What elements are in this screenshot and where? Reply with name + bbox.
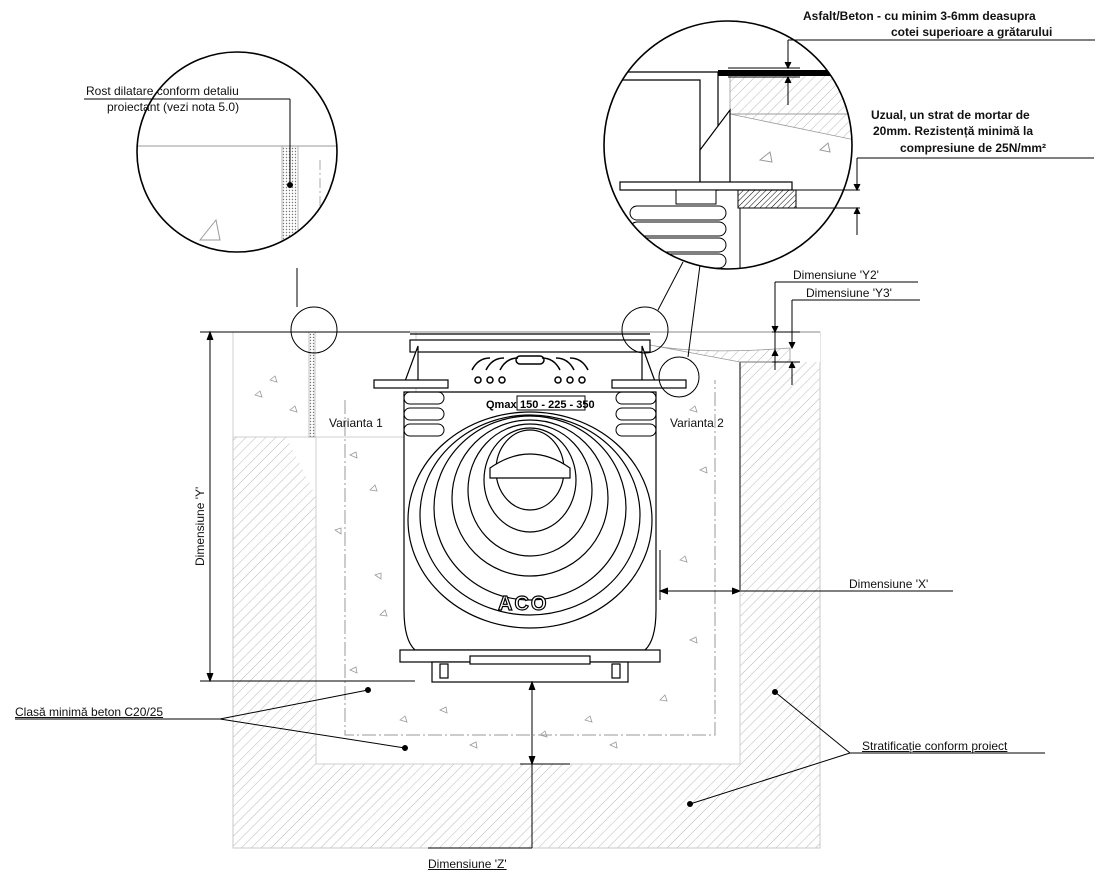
channel-markings: Qmax 150 - 225 - 350 ACO [486, 395, 595, 616]
callout-circles [290, 261, 701, 398]
label-asphalt-line1: Asfalt/Beton - cu minim 3-6mm deasupra [803, 9, 1036, 23]
label-expansion-joint-line1: Rost dilatare conform detaliu [86, 84, 239, 98]
label-dim-x: Dimensiune 'X' [849, 577, 929, 591]
label-mortar-line3: compresiune de 25N/mm² [900, 141, 1047, 155]
label-dim-y2: Dimensiune 'Y2' [793, 268, 879, 282]
leader-lines [15, 39, 1095, 849]
brand-logo: ACO [498, 593, 548, 615]
detail-circle-left [136, 51, 338, 253]
label-expansion-joint-line2: proiectant (vezi nota 5.0) [107, 100, 240, 114]
label-dim-y3: Dimensiune 'Y3' [806, 286, 892, 300]
label-asphalt-line2: cotei superioare a grătarului [891, 25, 1053, 39]
label-stratification: Stratificație conform proiect [862, 739, 1008, 753]
label-variant-1: Varianta 1 [329, 416, 383, 430]
label-variant-2: Varianta 2 [670, 416, 724, 430]
label-dim-y: Dimensiune 'Y' [193, 486, 207, 566]
label-mortar-line2: 20mm. Rezistență minimă la [873, 124, 1034, 138]
detail-circle-right [603, 20, 853, 270]
label-mortar-line1: Uzual, un strat de mortar de [871, 108, 1030, 122]
label-dim-z: Dimensiune 'Z' [428, 857, 507, 871]
label-concrete-class: Clasă minimă beton C20/25 [15, 705, 164, 719]
qmax-values: 150 - 225 - 350 [520, 399, 595, 411]
qmax-label: Qmax [486, 399, 517, 411]
drain-channel [373, 333, 687, 683]
